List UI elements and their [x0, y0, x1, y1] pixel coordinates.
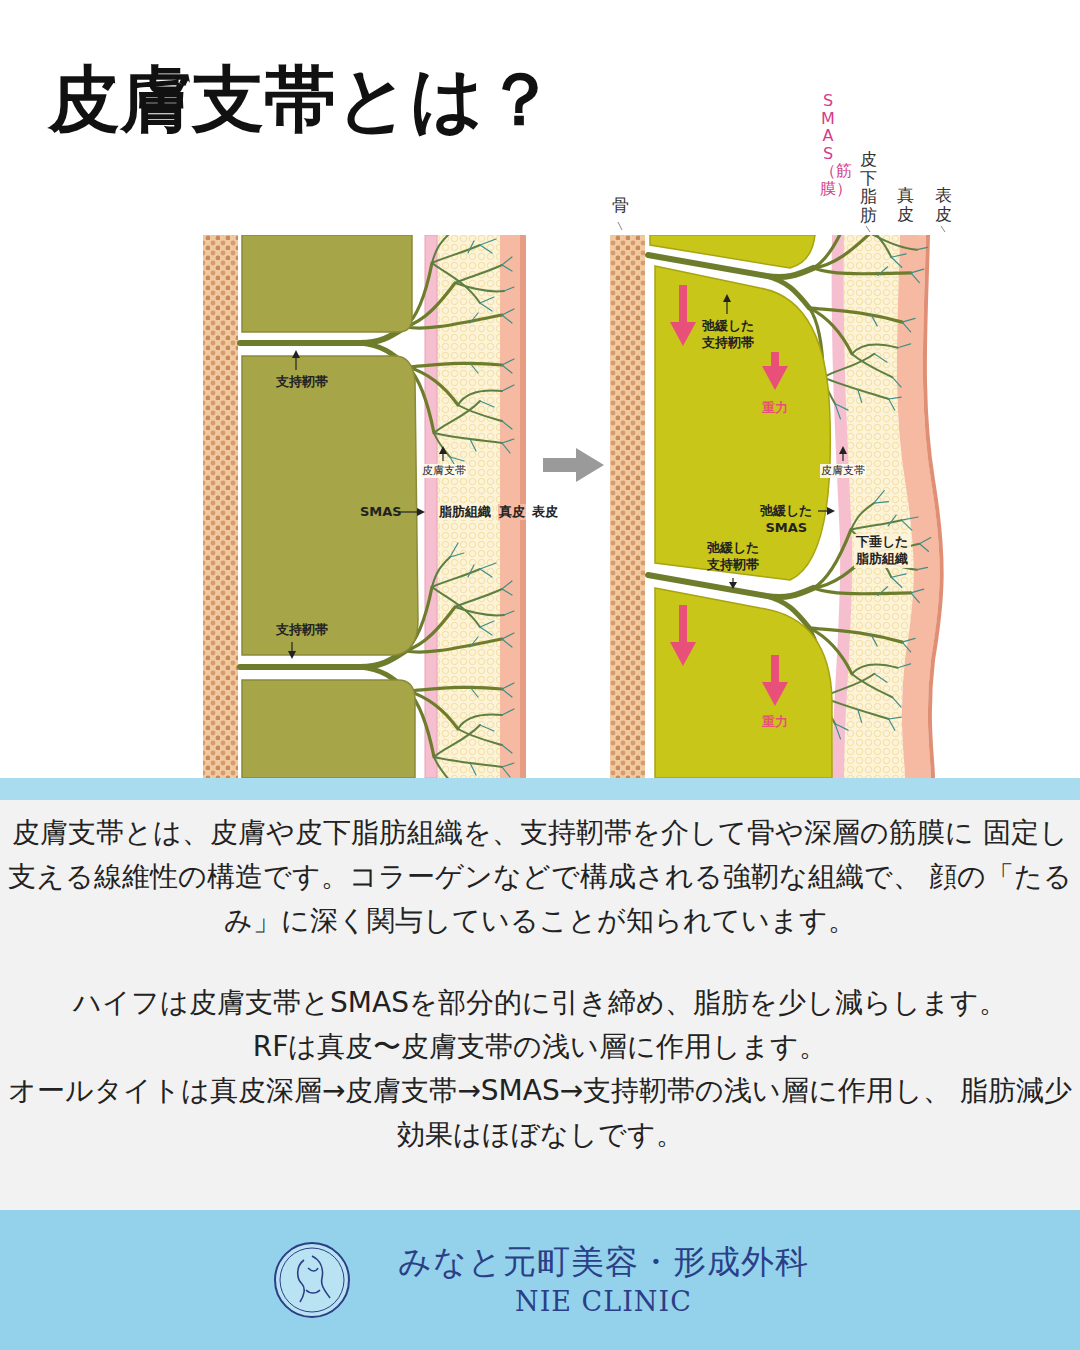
fat-compartments	[650, 235, 832, 778]
bone	[203, 235, 238, 778]
footer-band: みなと元町美容・形成外科NIE CLINIC	[0, 1210, 1080, 1350]
gravity-arrows	[670, 285, 788, 706]
force-label: 重力	[762, 400, 788, 416]
part-label: 下垂した脂肪組織	[854, 534, 911, 568]
normal-tissue	[203, 235, 526, 778]
part-label: 皮膚支帯	[820, 464, 866, 478]
part-label: 脂肪組織	[438, 504, 492, 520]
column-heading: 真皮	[897, 186, 914, 223]
part-label: 支持靭帯	[276, 374, 328, 390]
part-label: 支持靭帯	[276, 622, 328, 638]
column-heading: 皮下脂肪	[860, 150, 877, 225]
treatment-note: RFは真皮〜皮膚支帯の浅い層に作用します。	[4, 1025, 1076, 1069]
epidermis	[925, 235, 942, 778]
clinic-logo	[270, 1238, 354, 1322]
smas-layer	[838, 235, 847, 778]
part-label: 弛緩した支持靭帯	[701, 318, 756, 352]
heading-ticks	[618, 222, 945, 232]
accent-strip	[0, 778, 1080, 800]
clinic-brand: NIE CLINIC	[515, 1286, 692, 1317]
column-heading: 骨	[612, 196, 629, 215]
part-label: 皮膚支帯	[421, 464, 467, 478]
force-label: 重力	[762, 714, 788, 730]
part-label: 弛緩した支持靭帯	[706, 540, 761, 574]
part-label: SMAS	[360, 504, 402, 520]
treatment-note: ハイフは皮膚支帯とSMASを部分的に引き締め、脂肪を少し減らします。	[4, 981, 1076, 1025]
treatment-note: オールタイトは真皮深層→皮膚支帯→SMAS→支持靭帯の浅い層に作用し、 脂肪減少…	[4, 1069, 1076, 1157]
part-label: 弛緩したSMAS	[759, 503, 814, 537]
column-heading: 表皮	[935, 186, 952, 223]
description-paragraph: 皮膚支帯とは、皮膚や皮下脂肪組織を、支持靭帯を介して骨や深層の筋膜に 固定し支え…	[4, 811, 1076, 943]
leader-lines	[288, 294, 847, 659]
clinic-name: みなと元町美容・形成外科	[398, 1240, 809, 1285]
part-label: 表皮	[532, 504, 558, 520]
part-label: 真皮	[498, 504, 526, 520]
transition-arrow	[543, 448, 604, 482]
text-panel: 皮膚支帯とは、皮膚や皮下脂肪組織を、支持靭帯を介して骨や深層の筋膜に 固定し支え…	[0, 800, 1080, 1210]
bone	[610, 235, 645, 778]
column-heading: SMAS（筋膜）	[820, 92, 836, 198]
fat-compartments	[242, 235, 418, 778]
page-title: 皮膚支帯とは？	[48, 52, 556, 148]
aged-tissue	[610, 235, 942, 778]
